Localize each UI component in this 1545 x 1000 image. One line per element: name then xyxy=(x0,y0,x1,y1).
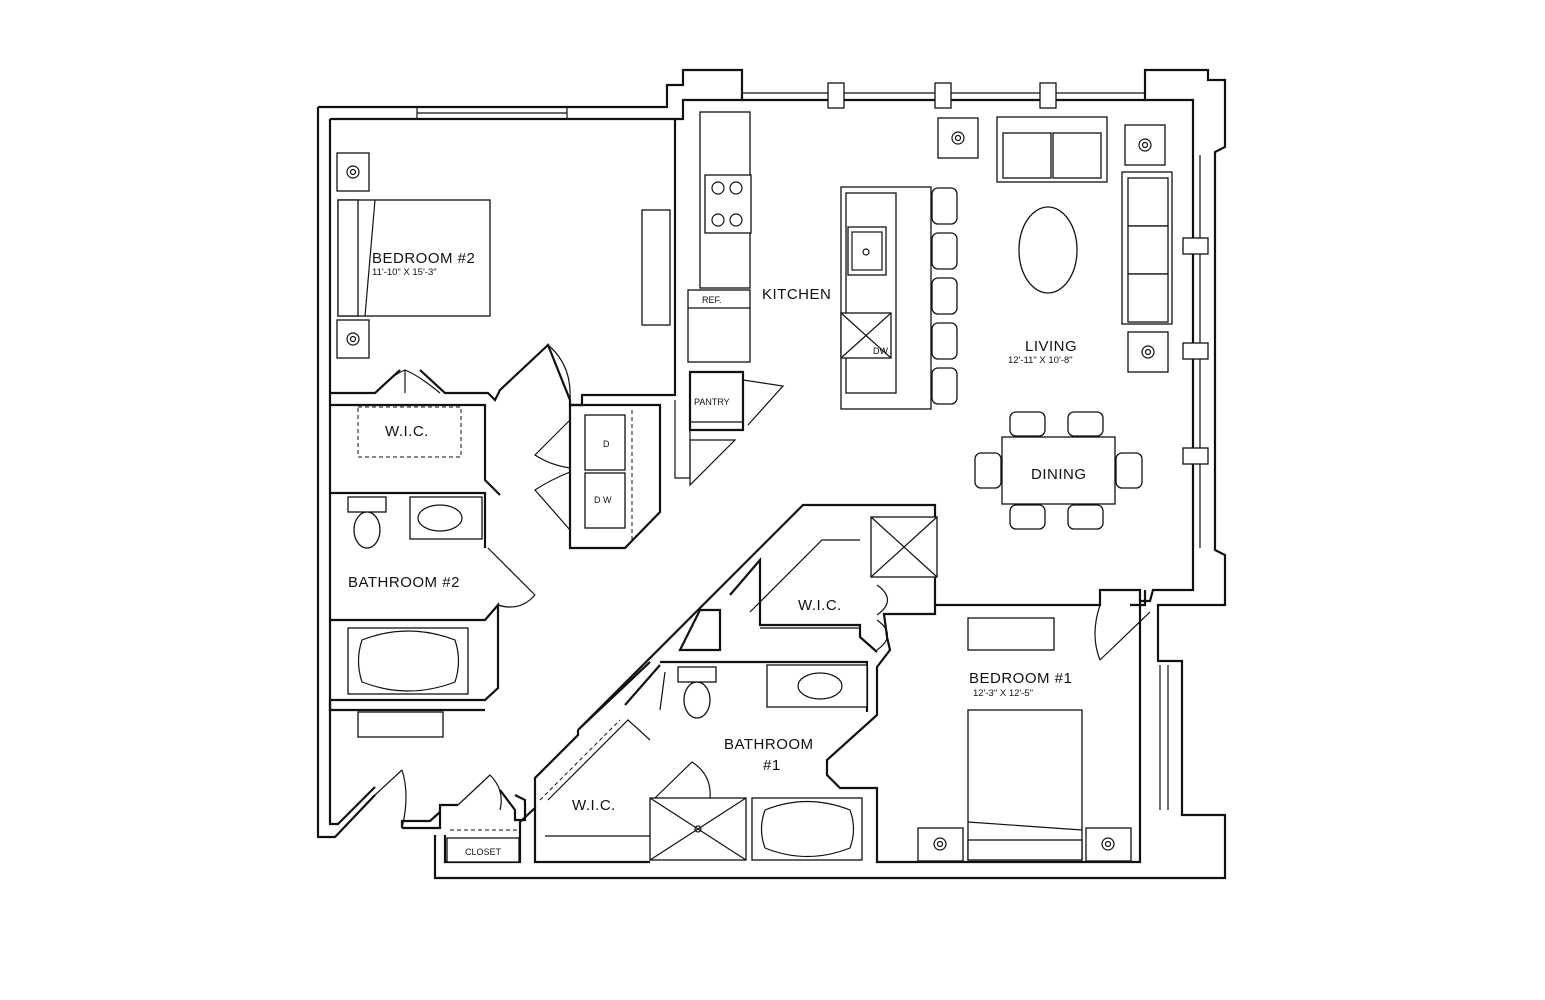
svg-text:D W: D W xyxy=(594,495,612,505)
chair-icon xyxy=(931,187,958,405)
kitchen-island xyxy=(840,186,932,410)
bedroom1-size: 12'-3" X 12'-5" xyxy=(973,688,1033,699)
bedroom1-label: BEDROOM #1 xyxy=(969,670,1072,687)
wic-bed2-label: W.I.C. xyxy=(385,423,429,440)
diagonal-walls xyxy=(533,608,722,837)
laundry-door xyxy=(534,419,571,531)
closet-label: CLOSET xyxy=(465,847,502,857)
dishwasher: DW xyxy=(840,312,892,359)
dining-label: DINING xyxy=(1031,466,1087,483)
living-size: 12'-11" X 10'-8" xyxy=(1008,355,1073,366)
refrigerator: REF. xyxy=(687,289,751,363)
wic-bed2-shelf xyxy=(357,406,462,458)
sink-icon xyxy=(847,226,887,276)
toilet-icon xyxy=(677,666,717,719)
light-fixture-icon xyxy=(937,117,1169,373)
sink-icon xyxy=(409,496,483,540)
bathtub-icon xyxy=(751,797,863,861)
sofa-icon xyxy=(996,116,1108,183)
sofa-icon xyxy=(1121,171,1173,325)
pantry-walls xyxy=(674,370,785,479)
light-fixture-icon xyxy=(917,827,1132,862)
bed-icon xyxy=(967,709,1083,861)
wic-bath1-label: W.I.C. xyxy=(572,797,616,814)
bathroom2-label: BATHROOM #2 xyxy=(348,574,460,591)
svg-text:REF.: REF. xyxy=(702,295,722,305)
stove-icon xyxy=(711,181,743,227)
dresser xyxy=(641,209,671,326)
bathroom1-label-line1: BATHROOM xyxy=(724,736,814,753)
bedroom2-size: 11'-10" X 15'-3" xyxy=(372,267,437,278)
bath2-door xyxy=(487,547,536,608)
shower-icon xyxy=(870,516,938,578)
window-right-lower xyxy=(1159,665,1169,810)
light-fixture-icon xyxy=(336,152,370,359)
wic-bed1-walls xyxy=(729,539,889,653)
living-label: LIVING xyxy=(1025,338,1077,355)
window-right xyxy=(1182,155,1209,548)
svg-text:DW: DW xyxy=(873,346,888,356)
bathroom1-label-line2: #1 xyxy=(763,757,781,774)
vanity-shelf xyxy=(357,711,444,738)
toilet-icon xyxy=(347,496,387,549)
laundry: D D W xyxy=(568,403,662,550)
chair-icon xyxy=(974,411,1143,530)
kitchen-counter xyxy=(699,111,752,289)
pantry-label: PANTRY xyxy=(694,397,730,407)
closet-door-bed2 xyxy=(374,369,441,394)
sink-icon xyxy=(766,664,868,708)
window-top-right xyxy=(742,82,1145,109)
shower-icon xyxy=(649,761,747,861)
bathroom2-walls xyxy=(328,602,500,712)
closet xyxy=(446,774,520,863)
coffee-table xyxy=(1018,206,1078,294)
bed1-door xyxy=(1094,604,1151,661)
bedroom2-label: BEDROOM #2 xyxy=(372,250,475,267)
bed2-door xyxy=(499,344,571,401)
bed-icon xyxy=(337,199,491,317)
kitchen-label: KITCHEN xyxy=(762,286,831,303)
exterior-walls xyxy=(316,68,1227,880)
svg-text:D: D xyxy=(603,439,610,449)
dresser xyxy=(967,617,1055,651)
dining-table xyxy=(1001,436,1116,505)
bathtub-icon xyxy=(347,627,469,695)
wic-bed1-label: W.I.C. xyxy=(798,597,842,614)
entry-door xyxy=(374,769,407,829)
partition xyxy=(689,439,737,487)
window-top-left xyxy=(416,106,568,120)
